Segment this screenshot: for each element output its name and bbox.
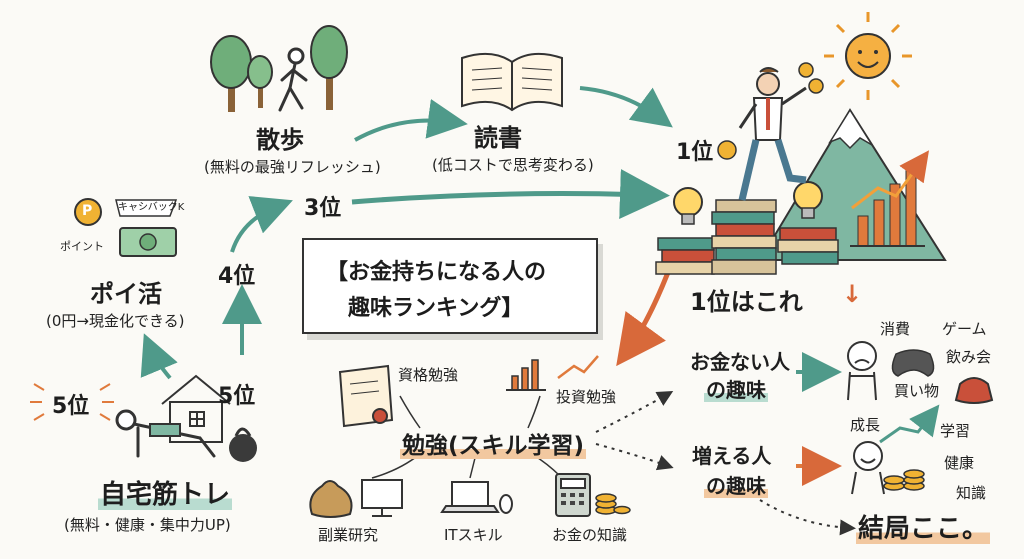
rich-item-learning: 学習 bbox=[940, 422, 971, 440]
reading-label: 読書 bbox=[474, 124, 522, 152]
title-line-2: 趣味ランキング】 bbox=[348, 296, 524, 321]
rich-hobby-line-1: 増える人 bbox=[692, 444, 772, 468]
cashback-label: キャシバックK bbox=[118, 202, 185, 213]
growth-chart-icon bbox=[850, 150, 930, 247]
coin-icon bbox=[595, 493, 631, 515]
coin-icon bbox=[717, 62, 824, 160]
poikatsu-label: ポイ活 bbox=[90, 280, 162, 308]
climber-icon bbox=[738, 67, 807, 201]
books-stack-icon bbox=[655, 199, 839, 275]
open-book-icon bbox=[461, 52, 563, 112]
answer-down-arrow: ↓ bbox=[842, 280, 863, 308]
home-training-label: 自宅筋トレ bbox=[98, 480, 233, 510]
poor-hobby-line-2: の趣味 bbox=[704, 378, 768, 402]
study-item-money-knowledge: お金の知識 bbox=[552, 526, 628, 544]
study-label: 勉強(スキル学習) bbox=[400, 433, 587, 459]
rank-5-highlight-label: 5位 bbox=[52, 394, 90, 419]
reading-description: (低コストで思考変わる) bbox=[432, 156, 594, 174]
poor-item-shopping: 買い物 bbox=[894, 382, 940, 400]
kettlebell-icon bbox=[229, 427, 257, 462]
rank-5-label: 5位 bbox=[218, 384, 256, 409]
poor-hobby-line-1: お金ない人 bbox=[690, 350, 790, 374]
rank-3-label: 3位 bbox=[304, 196, 342, 221]
walker-icon bbox=[278, 47, 308, 112]
bulb-icon bbox=[673, 181, 823, 225]
point-coin-letter: P bbox=[82, 203, 93, 219]
money-bag-icon bbox=[309, 480, 353, 518]
certificate-icon bbox=[338, 364, 394, 428]
coin-icon bbox=[74, 198, 102, 226]
house-icon bbox=[161, 374, 231, 443]
sad-face-icon bbox=[847, 341, 877, 401]
rich-item-growth: 成長 bbox=[850, 416, 881, 434]
rank-4-label: 4位 bbox=[218, 264, 256, 289]
bar-chart-icon bbox=[506, 355, 599, 391]
home-training-description: (無料・健康・集中力UP) bbox=[64, 516, 231, 534]
title-line-1: 【お金持ちになる人の bbox=[326, 260, 547, 285]
study-item-it-skills: ITスキル bbox=[444, 526, 503, 544]
poor-item-drinking: 飲み会 bbox=[946, 348, 992, 366]
point-label: ポイント bbox=[60, 240, 104, 253]
rich-item-knowledge: 知識 bbox=[956, 484, 987, 502]
happy-face-icon bbox=[851, 441, 885, 495]
rank-1-label: 1位 bbox=[676, 140, 714, 165]
mouse-icon bbox=[499, 494, 513, 514]
poikatsu-description: (0円→現金化できる) bbox=[46, 312, 185, 330]
sun-icon bbox=[824, 12, 912, 100]
rich-hobby-line-2: の趣味 bbox=[704, 474, 768, 498]
poor-item-games: ゲーム bbox=[942, 320, 987, 338]
first-place-answer: 1位はこれ bbox=[690, 288, 803, 316]
ranking-title-box: 【お金持ちになる人の 趣味ランキング】 bbox=[302, 238, 598, 334]
cash-icon bbox=[115, 199, 178, 257]
laptop-icon bbox=[440, 481, 500, 513]
study-item-investing: 投資勉強 bbox=[556, 388, 617, 406]
walk-label: 散歩 bbox=[256, 126, 304, 154]
purse-icon bbox=[954, 377, 994, 404]
tree-icon bbox=[210, 25, 348, 112]
study-item-side-business: 副業研究 bbox=[318, 526, 379, 544]
gamepad-icon bbox=[891, 349, 935, 377]
study-item-certification: 資格勉強 bbox=[398, 366, 459, 384]
calculator-icon bbox=[555, 473, 591, 517]
monitor-icon bbox=[361, 479, 403, 517]
pushup-person-icon bbox=[115, 409, 216, 458]
poor-item-consumption: 消費 bbox=[880, 320, 911, 338]
walk-description: (無料の最強リフレッシュ) bbox=[204, 158, 381, 176]
coin-icon bbox=[883, 469, 925, 491]
rich-item-health: 健康 bbox=[944, 454, 975, 472]
conclusion-label: 結局ここ。 bbox=[856, 514, 991, 544]
